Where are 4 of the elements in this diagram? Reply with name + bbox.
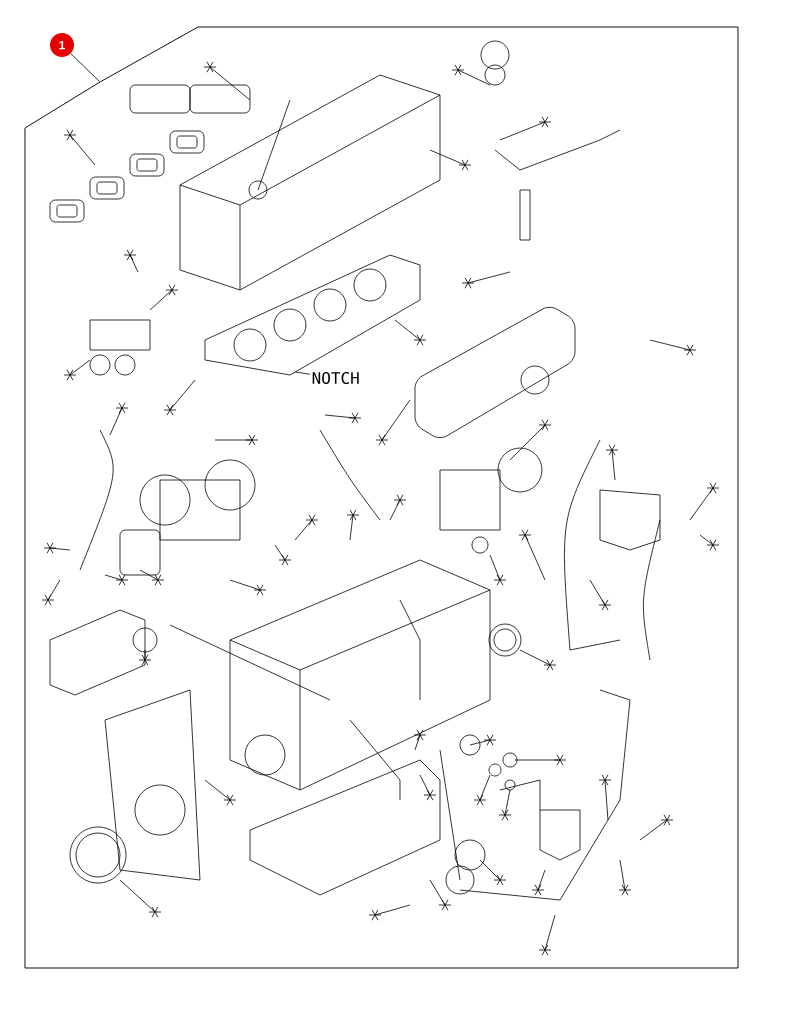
callout-number: 1 xyxy=(50,33,74,57)
leader-line xyxy=(295,371,311,375)
leader-line xyxy=(70,53,101,83)
part-label: NOTCH xyxy=(312,371,359,385)
